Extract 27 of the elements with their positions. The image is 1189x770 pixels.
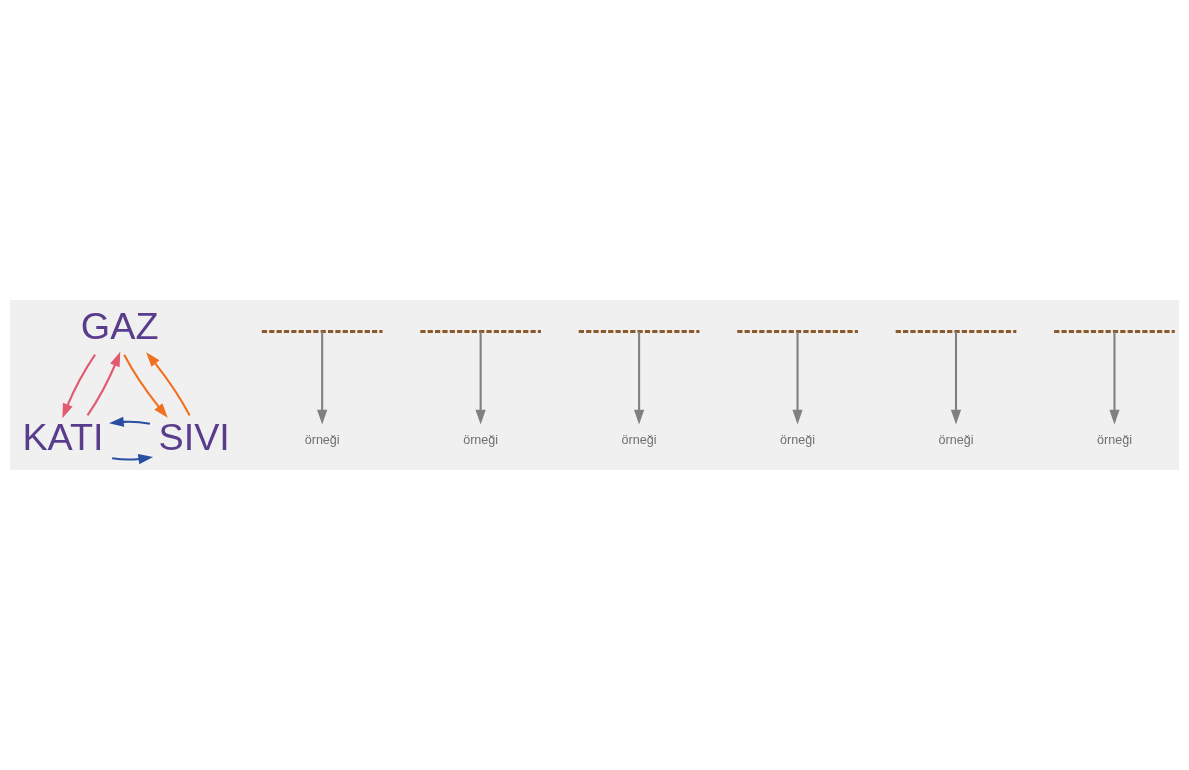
node-text: örneği [938, 432, 974, 447]
node-text: örneği [621, 432, 657, 447]
arrow [112, 454, 154, 465]
node-line [261, 329, 383, 334]
arrow [62, 354, 96, 419]
arrow [950, 331, 962, 425]
arrow [146, 352, 191, 416]
arrow [86, 351, 121, 416]
arrow [109, 416, 151, 427]
node-line [1054, 329, 1175, 334]
arrow [792, 331, 803, 425]
arrow [317, 331, 328, 425]
node-text: örneği [780, 432, 816, 447]
node-text: örneği [463, 432, 499, 447]
node-text: örneği [1096, 432, 1132, 447]
node-line [895, 329, 1017, 334]
arrow [633, 331, 645, 425]
node-line [420, 329, 541, 334]
arrow [123, 354, 168, 418]
node-text: örneği [304, 432, 340, 447]
arrow [475, 331, 486, 425]
node-text: SIVI [158, 415, 230, 458]
node-line [737, 329, 858, 334]
node-text: KATI [22, 415, 104, 458]
node-line [578, 329, 700, 334]
node-text: GAZ [80, 304, 159, 347]
arrow [1109, 331, 1120, 425]
